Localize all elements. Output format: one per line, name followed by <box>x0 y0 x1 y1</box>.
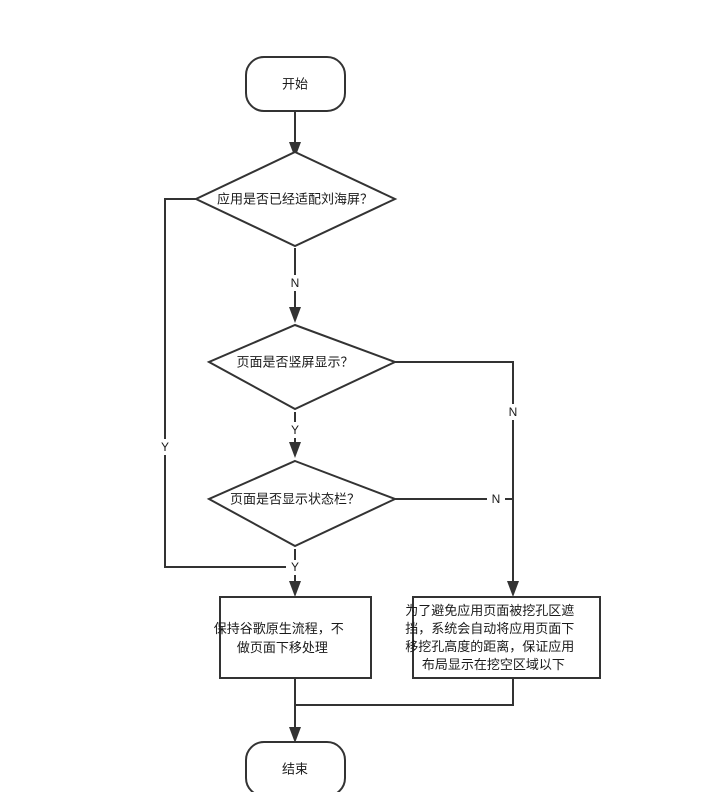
edge-statusbar-no-to-shift-down: N <box>395 491 513 507</box>
node-process-keep-native-label: 保持谷歌原生流程，不 做页面下移处理 <box>214 621 377 655</box>
keep-native-line-2: 做页面下移处理 <box>237 640 328 655</box>
edge-keep-native-to-end <box>289 678 301 743</box>
node-process-shift-down[interactable]: 为了避免应用页面被挖孔区遮 挡，系统会自动将应用页面下 移挖孔高度的距离，保证应… <box>405 596 607 679</box>
edge-start-to-adapted <box>289 111 301 158</box>
edge-label-adapted-no: N <box>291 276 300 290</box>
edge-adapted-no-to-portrait: N <box>286 248 304 323</box>
node-decision-adapted[interactable]: 应用是否已经适配刘海屏？ <box>193 150 398 248</box>
node-end[interactable]: 结束 <box>245 741 346 792</box>
edge-shift-down-to-end <box>295 678 514 706</box>
edge-statusbar-yes-to-keep-native: Y <box>286 549 304 597</box>
edge-portrait-yes-to-statusbar: Y <box>286 412 304 458</box>
edge-adapted-yes-to-keep-native: Y <box>156 198 289 568</box>
shift-down-line-4: 布局显示在挖空区域以下 <box>422 657 565 672</box>
shift-down-line-3: 移挖孔高度的距离，保证应用 <box>405 639 574 654</box>
node-decision-portrait[interactable]: 页面是否竖屏显示？ <box>206 323 398 411</box>
node-decision-statusbar[interactable]: 页面是否显示状态栏？ <box>206 459 398 548</box>
node-process-shift-down-label: 为了避免应用页面被挖孔区遮 挡，系统会自动将应用页面下 移挖孔高度的距离，保证应… <box>405 603 607 672</box>
edge-label-statusbar-yes: Y <box>291 560 299 574</box>
edge-label-portrait-no: N <box>509 405 518 419</box>
node-start[interactable]: 开始 <box>245 56 346 112</box>
node-decision-statusbar-label: 页面是否显示状态栏？ <box>230 491 360 506</box>
edge-label-adapted-yes: Y <box>161 440 169 454</box>
node-end-label: 结束 <box>282 761 308 776</box>
node-process-keep-native[interactable]: 保持谷歌原生流程，不 做页面下移处理 <box>214 596 377 679</box>
node-decision-portrait-label: 页面是否竖屏显示？ <box>236 354 353 369</box>
edge-portrait-no-to-shift-down: N <box>395 361 522 597</box>
node-decision-adapted-label: 应用是否已经适配刘海屏？ <box>217 191 373 206</box>
edge-label-statusbar-no: N <box>492 492 501 506</box>
shift-down-line-1: 为了避免应用页面被挖孔区遮 <box>405 603 574 618</box>
shift-down-line-2: 挡，系统会自动将应用页面下 <box>405 621 574 636</box>
keep-native-line-1: 保持谷歌原生流程，不 <box>214 621 344 636</box>
edge-label-portrait-yes: Y <box>291 423 299 437</box>
node-start-label: 开始 <box>282 76 308 91</box>
